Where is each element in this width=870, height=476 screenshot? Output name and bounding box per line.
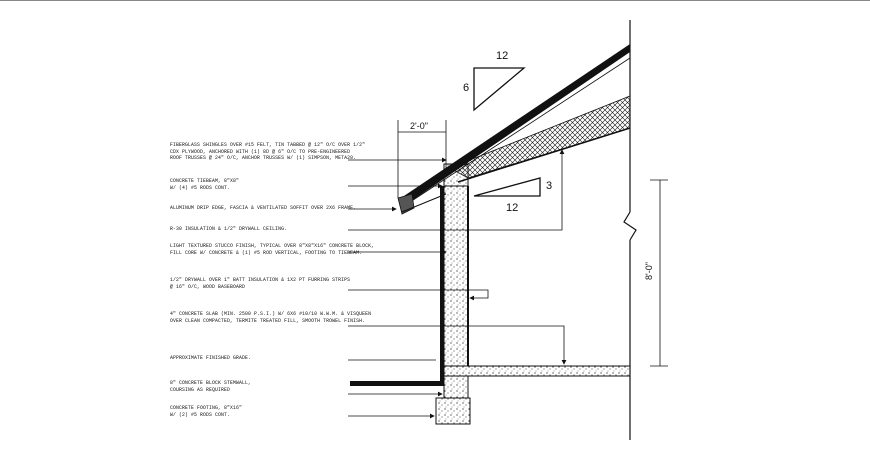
slope-top-run: 12 [496,50,509,62]
footing [435,397,471,425]
note-drip-edge: ALUMINUM DRIP EDGE, FASCIA & VENTILATED … [170,205,357,211]
stucco-finish [440,186,444,386]
leader-lines [348,149,567,419]
note-footing: CONCRETE FOOTING, 8"X16" W/ (2) #5 RODS … [170,405,243,418]
note-slab: 4" CONCRETE SLAB (MIN. 2500 P.S.I.) W/ 6… [170,311,372,324]
slope-triangle-top [473,67,526,112]
slope-ceiling-run: 12 [506,202,519,214]
note-grade: APPROXIMATE FINISHED GRADE. [170,355,252,361]
break-line [623,20,637,440]
stemwall [443,375,469,399]
note-ceiling-insulation: R-30 INSULATION & 1/2" DRYWALL CEILING. [170,226,288,232]
fascia [397,193,415,215]
finished-grade [350,381,444,386]
tiebeam [443,163,469,187]
note-shingles: FIBERGLASS SHINGLES OVER #15 FELT, TIN T… [170,142,366,162]
note-tiebeam: CONCRETE TIEBEAM, 8"X8" W/ (4) #5 RODS C… [170,178,240,191]
soffit [401,193,447,213]
wall-assembly [440,163,469,386]
note-stucco: LIGHT TEXTURED STUCCO FINISH, TYPICAL OV… [170,243,375,256]
slope-top-rise: 6 [463,82,470,94]
note-stemwall: 8" CONCRETE BLOCK STEMWALL, COURSING AS … [170,380,252,393]
roof-assembly [397,44,631,215]
wall-height-dimension: 8'-0" [643,262,654,280]
block-wall [443,185,469,367]
note-drywall: 1/2" DRYWALL OVER 1" BATT INSULATION & 1… [170,277,351,290]
slope-triangle-ceiling [473,177,541,197]
ceiling-line [457,127,631,183]
height-dimension-line [650,179,668,367]
floor-slab [443,365,631,377]
overhang-dimension: 2'-0" [410,121,428,131]
slope-ceiling-rise: 3 [546,180,553,192]
